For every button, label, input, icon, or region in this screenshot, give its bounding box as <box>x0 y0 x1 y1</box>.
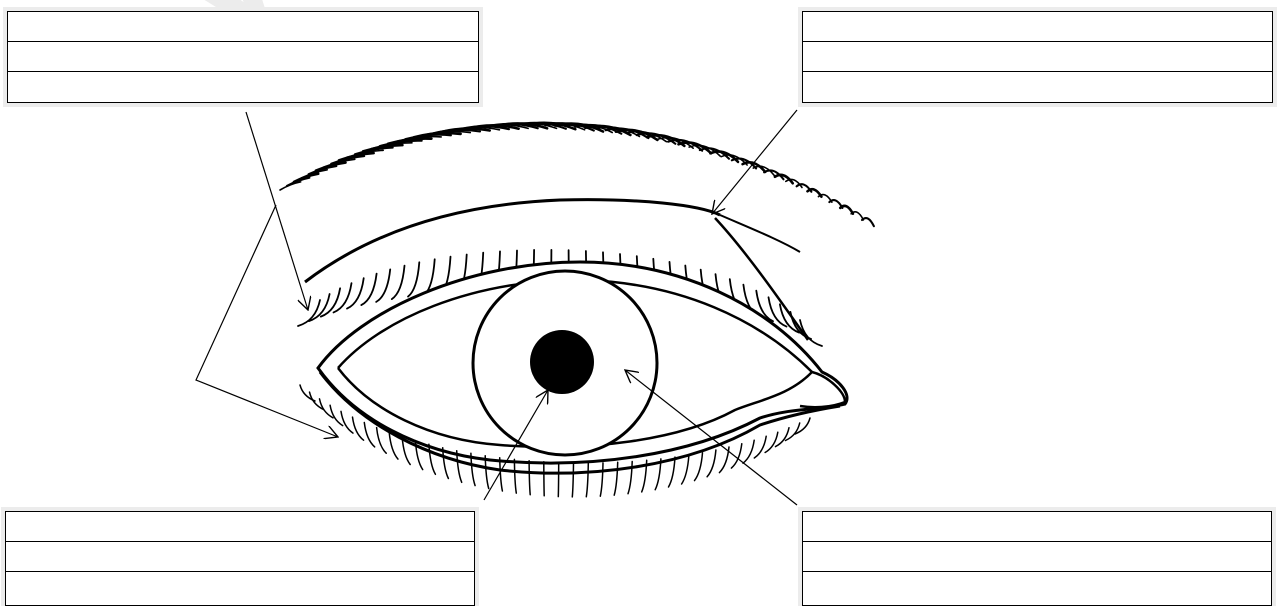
eyelash <box>298 300 320 326</box>
eyelash <box>743 440 754 463</box>
eyelash <box>408 262 419 296</box>
eyebrow <box>280 123 874 226</box>
eyelash <box>572 463 573 497</box>
eyelash <box>682 455 689 484</box>
eyelash <box>707 450 716 477</box>
eyelash <box>364 423 374 447</box>
label-line[interactable] <box>6 512 474 542</box>
label-line[interactable] <box>803 72 1272 102</box>
label-line[interactable] <box>8 12 478 42</box>
label-line[interactable] <box>803 42 1272 72</box>
eyelash <box>731 444 741 468</box>
eyelash <box>392 266 405 299</box>
eyelash <box>353 417 364 440</box>
eyelash <box>795 418 810 434</box>
pointer-lashes <box>196 205 338 437</box>
eyelash <box>500 458 503 491</box>
eyelash <box>776 428 790 447</box>
pointer-top-right <box>712 110 797 214</box>
label-line[interactable] <box>803 542 1271 572</box>
eyelash <box>600 463 603 496</box>
label-box-bottom-right <box>802 511 1272 606</box>
eyelash <box>765 432 778 452</box>
pupil <box>530 330 594 394</box>
eyelash <box>330 405 343 425</box>
eyelash <box>514 459 516 493</box>
label-box-top-left <box>7 11 479 103</box>
eyebrow-hair <box>851 212 863 220</box>
eyelash <box>529 461 530 495</box>
pointer-top-left <box>246 112 308 310</box>
eyelid-crease <box>720 215 800 252</box>
eyelash <box>376 269 390 302</box>
label-line[interactable] <box>6 572 474 602</box>
label-line[interactable] <box>803 12 1272 42</box>
eyelash <box>586 463 588 497</box>
eyelash <box>341 411 353 433</box>
eyelash <box>695 453 703 481</box>
label-line[interactable] <box>6 542 474 572</box>
label-line[interactable] <box>8 42 478 72</box>
label-line[interactable] <box>803 512 1271 542</box>
eyelash <box>614 462 618 495</box>
eyelash <box>300 385 315 401</box>
label-line[interactable] <box>8 72 478 102</box>
label-box-bottom-left <box>5 511 475 606</box>
eyelash <box>321 288 340 316</box>
eyebrow-hair <box>294 174 318 182</box>
label-box-top-right <box>802 11 1273 103</box>
eyelash <box>377 428 387 454</box>
eyebrow-hair <box>862 218 874 226</box>
eyelash <box>754 436 766 458</box>
eyebrow-hair <box>840 206 853 214</box>
label-line[interactable] <box>803 572 1271 602</box>
